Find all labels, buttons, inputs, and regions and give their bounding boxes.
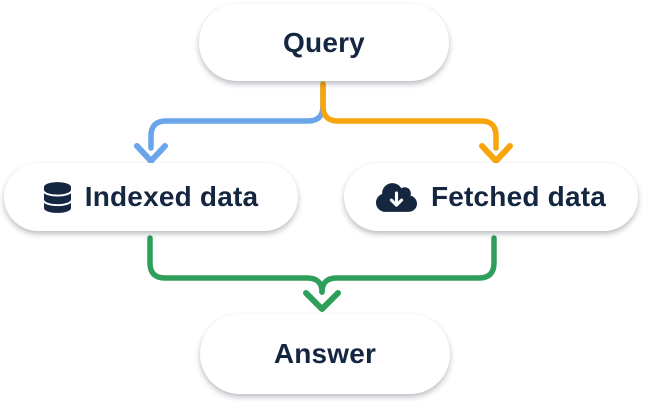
node-query: Query — [199, 4, 449, 81]
database-icon — [43, 181, 71, 213]
arrowhead-query-to-indexed — [134, 143, 168, 164]
edge-query-to-fetched — [320, 81, 499, 151]
node-indexed-data-label: Indexed data — [84, 181, 259, 212]
node-answer-label: Answer — [273, 338, 377, 369]
edge-fetched-to-answer — [319, 235, 497, 295]
node-answer: Answer — [200, 314, 450, 394]
node-query-label: Query — [283, 26, 365, 58]
arrowhead-to-answer — [303, 290, 341, 312]
arrowhead-query-to-fetched — [479, 143, 513, 164]
node-fetched-data: Fetched data — [344, 163, 638, 231]
edge-query-to-indexed — [148, 81, 326, 151]
cloud-download-icon — [375, 181, 417, 214]
node-indexed-data: Indexed data — [4, 163, 298, 231]
edge-indexed-to-answer — [147, 235, 325, 295]
node-fetched-data-label: Fetched data — [430, 181, 607, 212]
